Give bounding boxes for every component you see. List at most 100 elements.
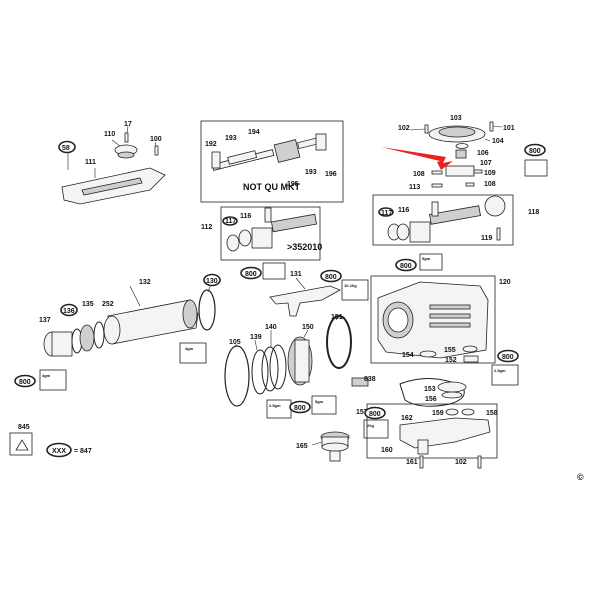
callout-800h: 800: [369, 411, 381, 418]
part-piston-b: [409, 221, 431, 243]
callout-800f: 800: [294, 405, 306, 412]
callout-135: 135: [82, 301, 94, 308]
part-113-pin: [431, 183, 443, 188]
part-195-block: [273, 139, 301, 163]
pack-label-p1: 5gm: [422, 256, 431, 261]
part-151-ring: [326, 315, 352, 369]
part-102-screw: [424, 124, 429, 134]
callout-oval-800f: [289, 400, 311, 414]
callout-131: 131: [290, 271, 302, 278]
part-group-838: [351, 377, 467, 407]
callout-58: 58: [62, 145, 70, 152]
part-165-shaft: [329, 450, 341, 462]
pack-icon-800g: [491, 364, 519, 386]
callout-152: 152: [445, 357, 457, 364]
callout-109: 109: [484, 170, 496, 177]
callout-120: 120: [499, 279, 511, 286]
callout-oval-117b: [378, 207, 394, 217]
part-110-base: [117, 151, 135, 159]
part-group-16x: [399, 408, 491, 469]
part-101-screw: [489, 121, 494, 132]
callout-116b: 116: [398, 207, 409, 214]
callout-150: 150: [302, 324, 314, 331]
part-131-bracket: [269, 285, 341, 317]
pack-label-p3: 4gm: [185, 346, 194, 351]
part-140-ring-a: [261, 346, 279, 392]
part-130-ring: [198, 289, 216, 331]
part-109-pin: [473, 169, 483, 174]
callout-17: 17: [124, 121, 132, 128]
box-not-qu-mkt: [200, 120, 344, 203]
callout-107: 107: [480, 160, 492, 167]
part-159-washer: [445, 408, 459, 416]
part-120-housing: [377, 281, 489, 359]
pack-label-p2: 4gm: [42, 373, 51, 378]
callout-192: 192: [205, 141, 217, 148]
part-group-19x: [211, 133, 327, 171]
legend-eq: = 847: [74, 448, 92, 455]
part-group-111: [61, 125, 166, 205]
part-157-gasket: [399, 377, 465, 407]
pack-icon-800b: [262, 262, 286, 280]
part-group-15x: [224, 315, 352, 407]
part-120-bore-inner: [387, 307, 409, 333]
part-120-vent-2: [429, 313, 471, 319]
part-838-pack: [351, 377, 369, 387]
callout-oval-136: [60, 303, 78, 317]
callout-159: 159: [432, 410, 444, 417]
callout-800a: 800: [529, 148, 541, 155]
part-155-ring: [462, 345, 478, 353]
callout-103: 103: [450, 115, 462, 122]
box-bottom-right: [366, 403, 498, 459]
part-252-ring: [93, 321, 105, 349]
part-107-lever: [445, 165, 475, 177]
part-conrod-b: [429, 205, 481, 225]
callout-845: 845: [18, 424, 30, 431]
callout-117b: 117: [381, 210, 392, 217]
callout-112: 112: [201, 224, 212, 231]
callout-116a: 116: [240, 213, 251, 220]
callout-158: 158: [486, 410, 498, 417]
callout-252: 252: [102, 301, 114, 308]
callout-oval-800d: [14, 374, 36, 388]
part-132-front: [103, 315, 121, 345]
part-845-label-box: [9, 432, 33, 456]
part-139-ring: [251, 349, 269, 395]
callout-105: 105: [229, 339, 241, 346]
callout-151: 151: [331, 314, 343, 321]
callout-154: 154: [402, 352, 414, 359]
pack-label-p8: 5gm: [315, 399, 324, 404]
callout-195: 195: [287, 181, 299, 188]
part-group-845: [9, 432, 33, 456]
pack-icon-150b: [311, 395, 337, 415]
callout-156: 156: [425, 396, 437, 403]
callout-oval-800e: [320, 269, 342, 283]
callout-oval-130: [203, 273, 221, 287]
part-102b-screw: [477, 455, 482, 469]
part-193-spring: [227, 150, 258, 165]
callout-196: 196: [325, 171, 337, 178]
callout-800b: 800: [245, 271, 257, 278]
callout-800d: 800: [19, 379, 31, 386]
callout-139: 139: [250, 334, 262, 341]
callout-110: 110: [104, 131, 115, 138]
part-150-body: [294, 339, 310, 383]
callout-155: 155: [444, 347, 456, 354]
callout-800g: 800: [502, 354, 514, 361]
callout-193b: 193: [305, 169, 317, 176]
part-132-end: [182, 299, 198, 329]
pack-label-p4: 10-16g: [344, 283, 357, 288]
part-105-ring: [224, 345, 250, 407]
pack-label-p10: 20g: [367, 423, 374, 428]
part-group-132: [43, 283, 216, 357]
callout-130: 130: [206, 278, 218, 285]
part-165-gear-bottom: [321, 442, 349, 452]
legend-code: XXX: [52, 448, 66, 455]
callout-oval-117a: [222, 216, 238, 226]
part-piston-a: [251, 227, 273, 249]
callout-800c: 800: [400, 263, 412, 270]
part-108b-pin: [465, 182, 475, 187]
callout-193a: 193: [225, 135, 237, 142]
